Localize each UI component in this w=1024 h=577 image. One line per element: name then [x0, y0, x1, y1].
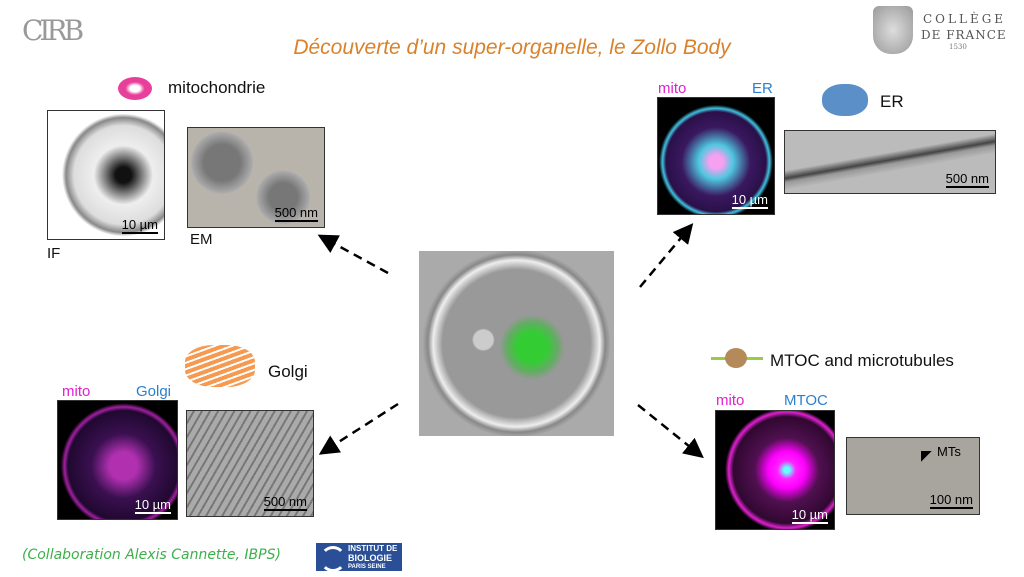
- arrow-mtoc: [637, 404, 704, 459]
- golgi-icon: [185, 345, 255, 387]
- mtoc-icon: [711, 345, 763, 371]
- mito-if-image: 10 µm: [47, 110, 165, 240]
- er-if-image: 10 µm: [657, 97, 775, 215]
- er-icon: [822, 84, 868, 116]
- golgi-em-image: 500 nm: [186, 410, 314, 517]
- mtoc-label: MTOC and microtubules: [770, 351, 954, 370]
- cirb-logo: CIRB: [22, 14, 84, 47]
- er-em-image: 500 nm: [784, 130, 996, 194]
- mito-label: mitochondrie: [168, 78, 266, 97]
- page-title: Découverte d’un super-organelle, le Zoll…: [293, 36, 731, 59]
- arrow-golgi: [318, 402, 399, 455]
- oocyte-image: [419, 251, 614, 436]
- mtoc-if-image: 10 µm: [715, 410, 835, 530]
- footer-credit: (Collaboration Alexis Cannette, IBPS): [22, 547, 281, 563]
- crest-icon: [873, 6, 913, 54]
- arrow-mito: [317, 234, 389, 275]
- golgi-if-image: 10 µm: [57, 400, 178, 520]
- college-de-france-logo: COLLÈGE DE FRANCE 1530: [873, 6, 1013, 56]
- golgi-label: Golgi: [268, 362, 308, 381]
- mitochondria-icon: [118, 77, 152, 100]
- mtoc-em-image: MTs ◤ 100 nm: [846, 437, 980, 515]
- er-label: ER: [880, 92, 904, 111]
- arrow-er: [639, 223, 694, 288]
- ibps-logo: INSTITUT DE BIOLOGIE PARIS SEINE: [316, 543, 402, 572]
- pointer-arrow-icon: ◤: [921, 448, 932, 464]
- mito-em-image: 500 nm: [187, 127, 325, 228]
